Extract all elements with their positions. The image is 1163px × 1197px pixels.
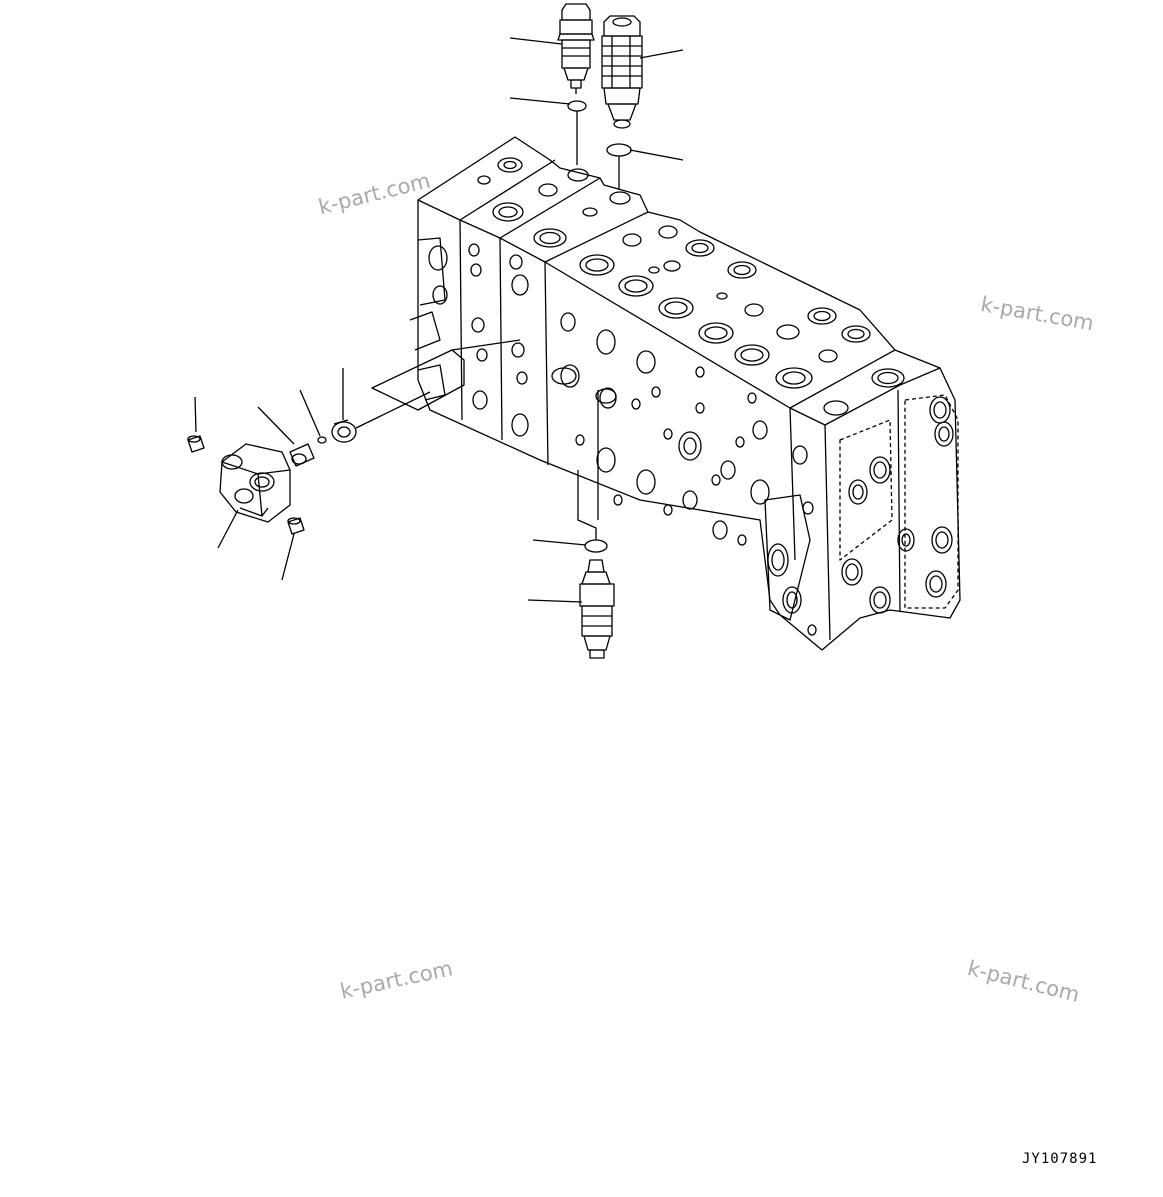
side-block-assembly: [187, 419, 357, 535]
assembly-guide-lines-bottom: [577, 390, 599, 540]
figure-id: JY107891: [1022, 1151, 1098, 1167]
callout-leader-lines: [194, 37, 684, 603]
upper-relief-valve-large: [601, 15, 643, 157]
front-face-ports: [428, 243, 954, 636]
assembly-guide-lines-top: [576, 111, 620, 190]
upper-relief-valve-small: [557, 3, 595, 112]
lower-relief-valve: [579, 539, 615, 659]
top-face-ports: [477, 157, 905, 416]
valve-body: [409, 136, 961, 651]
assembly-guide-lines-side: [355, 339, 521, 429]
